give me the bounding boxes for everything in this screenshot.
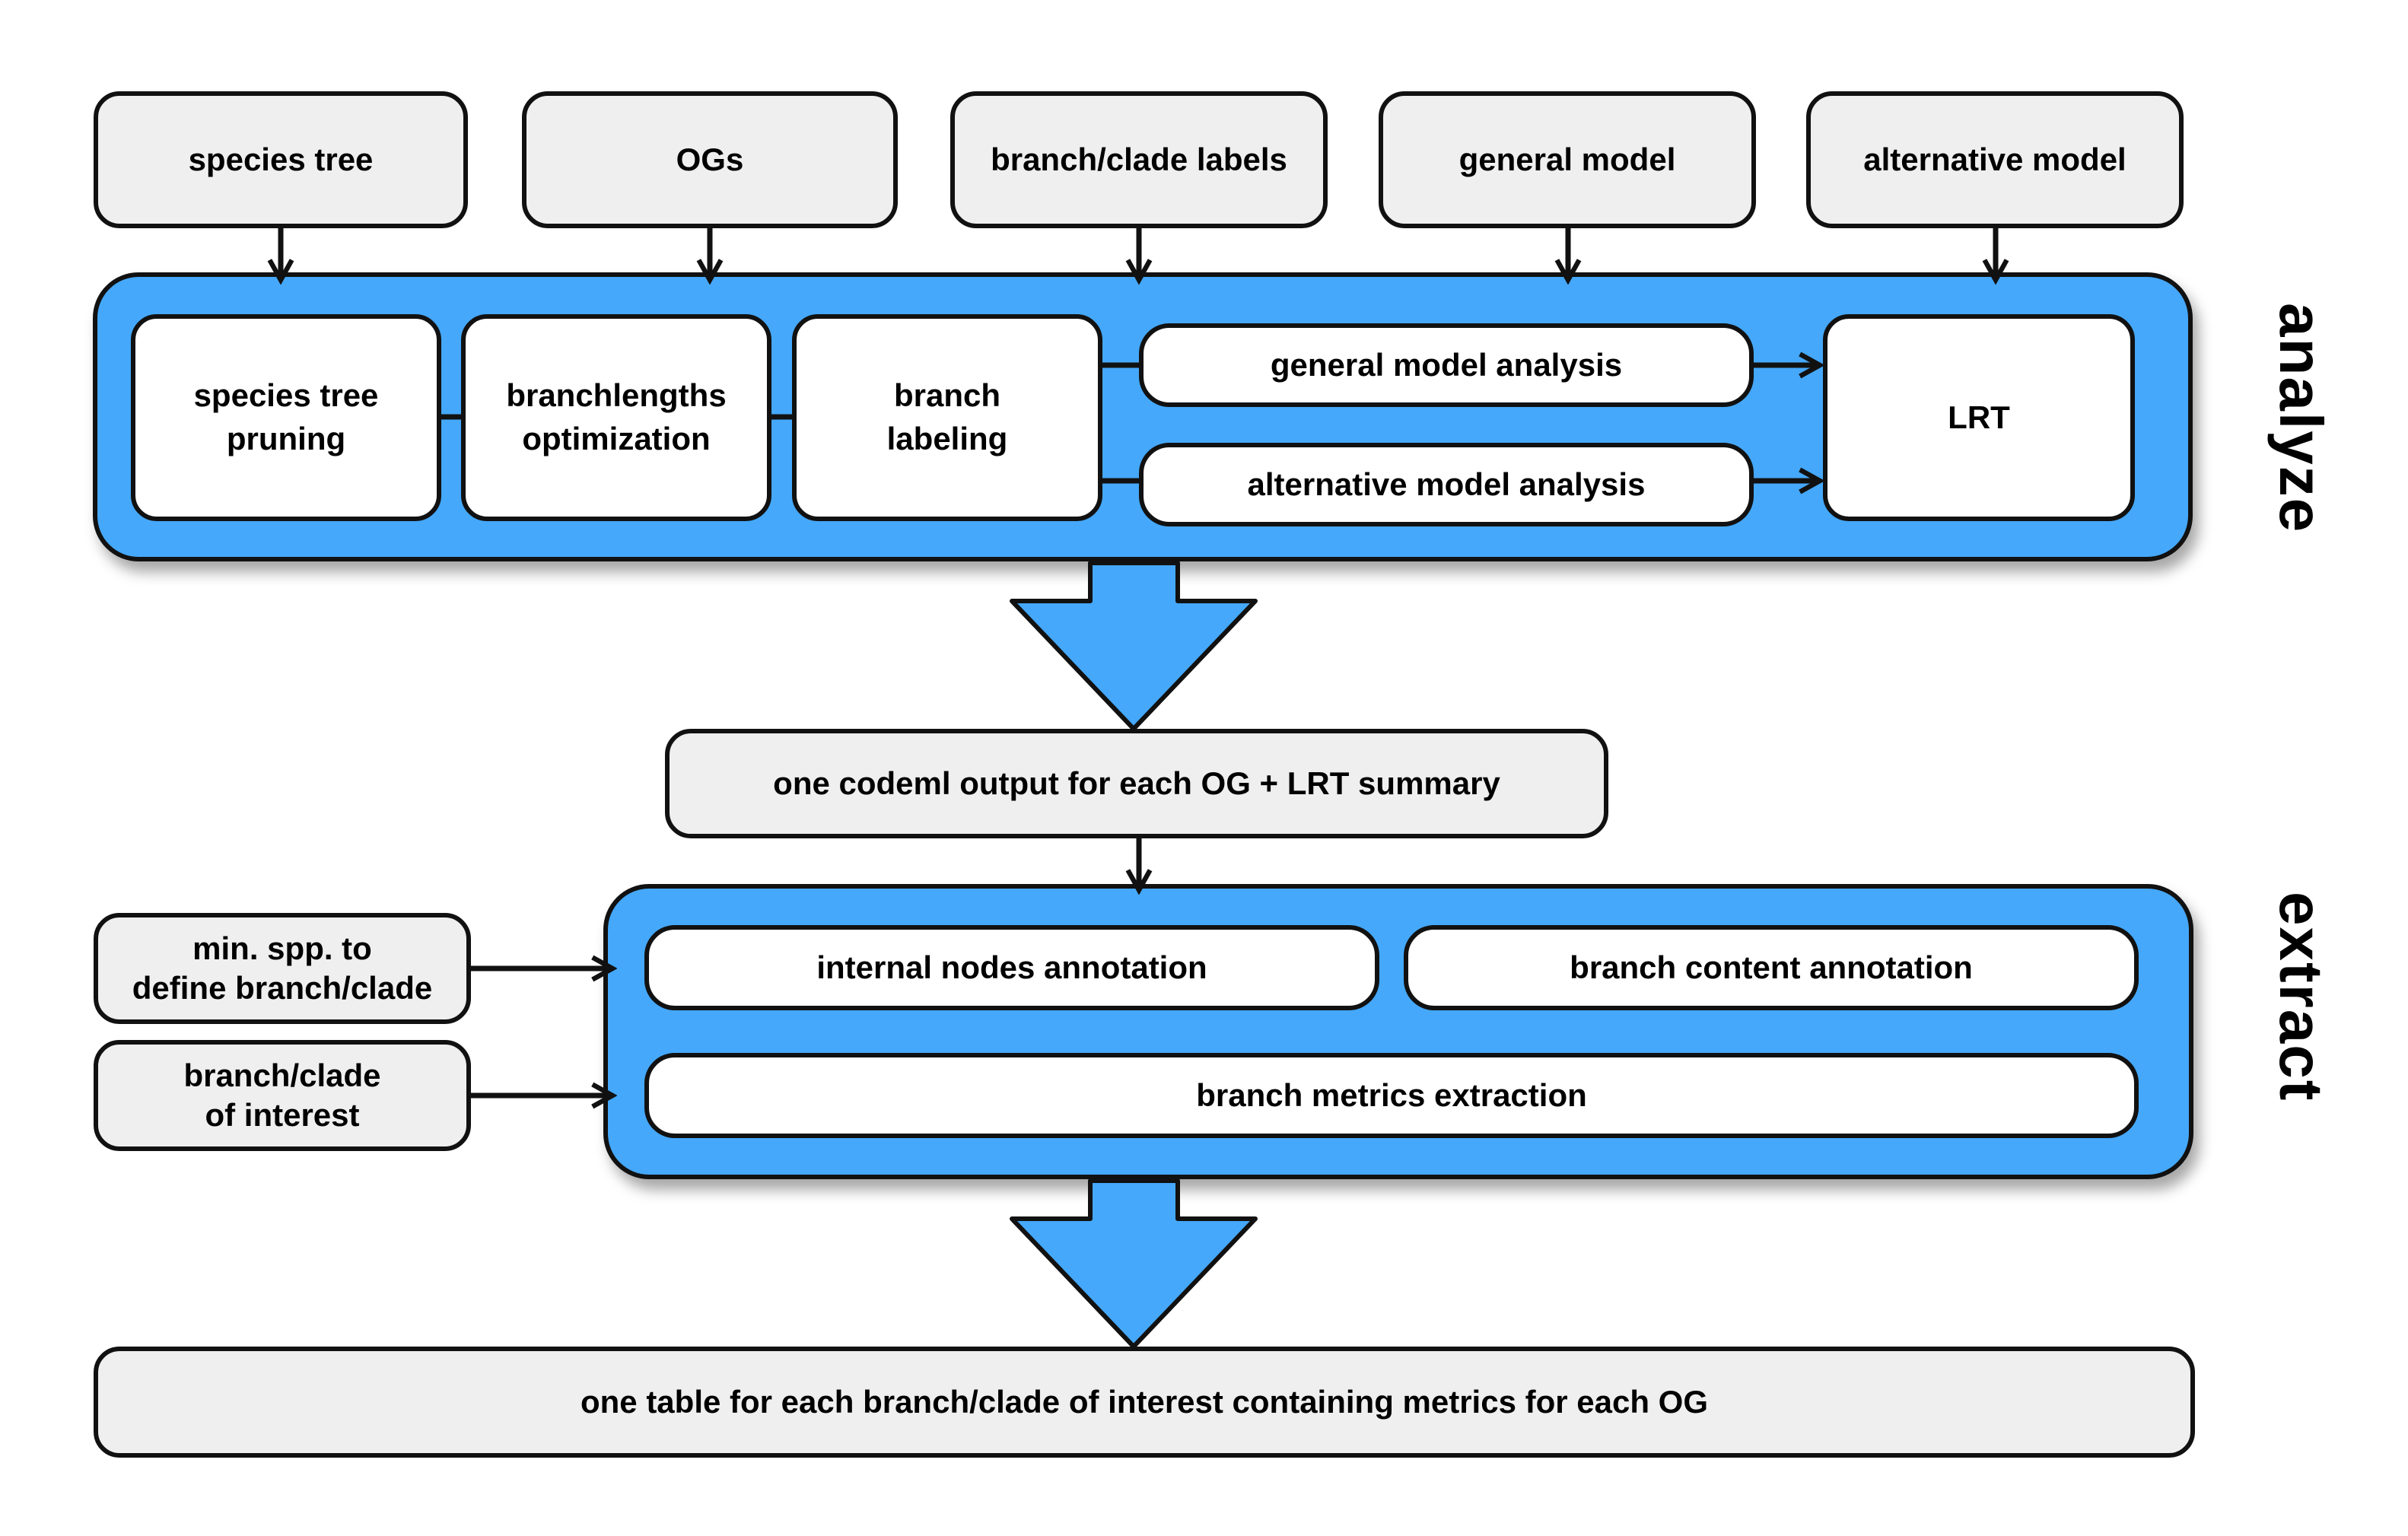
internal-nodes-annotation-box: internal nodes annotation (644, 925, 1379, 1010)
branch-of-interest-line2: of interest (205, 1097, 360, 1133)
input-alternative-model: alternative model (1806, 91, 2184, 228)
species-tree-pruning-box: species tree pruning (131, 314, 441, 521)
input-species-tree-label: species tree (188, 141, 374, 177)
input-species-tree: species tree (94, 91, 468, 228)
alternative-model-analysis-label: alternative model analysis (1247, 466, 1646, 502)
analyze-section-label: analyze (2267, 303, 2335, 534)
codeml-output-label: one codeml output for each OG + LRT summ… (773, 765, 1500, 801)
input-alternative-model-label: alternative model (1863, 141, 2126, 177)
branch-labeling-line2: labeling (886, 421, 1008, 456)
general-model-analysis-label: general model analysis (1270, 346, 1623, 383)
min-spp-box: min. spp. to define branch/clade (94, 913, 471, 1024)
branch-of-interest-box: branch/clade of interest (94, 1040, 471, 1151)
flow-arrow-analyze-to-output (1010, 561, 1258, 731)
lrt-box: LRT (1823, 314, 2135, 521)
extract-section-label: extract (2267, 892, 2335, 1102)
input-ogs: OGs (522, 91, 898, 228)
lrt-label: LRT (1948, 399, 2010, 435)
species-tree-pruning-line2: pruning (226, 421, 346, 456)
min-spp-line1: min. spp. to (192, 930, 372, 966)
branch-content-annotation-label: branch content annotation (1570, 949, 1973, 985)
input-branch-clade-labels-label: branch/clade labels (991, 141, 1287, 177)
codeml-output-box: one codeml output for each OG + LRT summ… (665, 729, 1608, 838)
input-branch-clade-labels: branch/clade labels (950, 91, 1328, 228)
alternative-model-analysis-box: alternative model analysis (1139, 443, 1754, 526)
general-model-analysis-box: general model analysis (1139, 323, 1754, 407)
min-spp-line2: define branch/clade (132, 970, 433, 1006)
species-tree-pruning-line1: species tree (193, 377, 379, 414)
branch-content-annotation-box: branch content annotation (1404, 925, 2139, 1010)
final-output-box: one table for each branch/clade of inter… (94, 1347, 2195, 1458)
branch-labeling-line1: branch (893, 377, 1001, 414)
branch-labeling-box: branch labeling (792, 314, 1102, 521)
input-ogs-label: OGs (676, 141, 744, 177)
branchlengths-optimization-box: branchlengths optimization (461, 314, 771, 521)
branch-metrics-extraction-box: branch metrics extraction (644, 1053, 2139, 1138)
internal-nodes-annotation-label: internal nodes annotation (816, 949, 1207, 985)
flow-arrow-extract-to-table (1010, 1178, 1258, 1349)
final-output-label: one table for each branch/clade of inter… (580, 1383, 1709, 1420)
branchlengths-line2: optimization (522, 421, 711, 456)
branch-metrics-extraction-label: branch metrics extraction (1196, 1076, 1587, 1113)
input-general-model: general model (1379, 91, 1756, 228)
input-general-model-label: general model (1458, 141, 1676, 177)
branch-of-interest-line1: branch/clade (183, 1057, 381, 1093)
branchlengths-line1: branchlengths (506, 377, 727, 414)
